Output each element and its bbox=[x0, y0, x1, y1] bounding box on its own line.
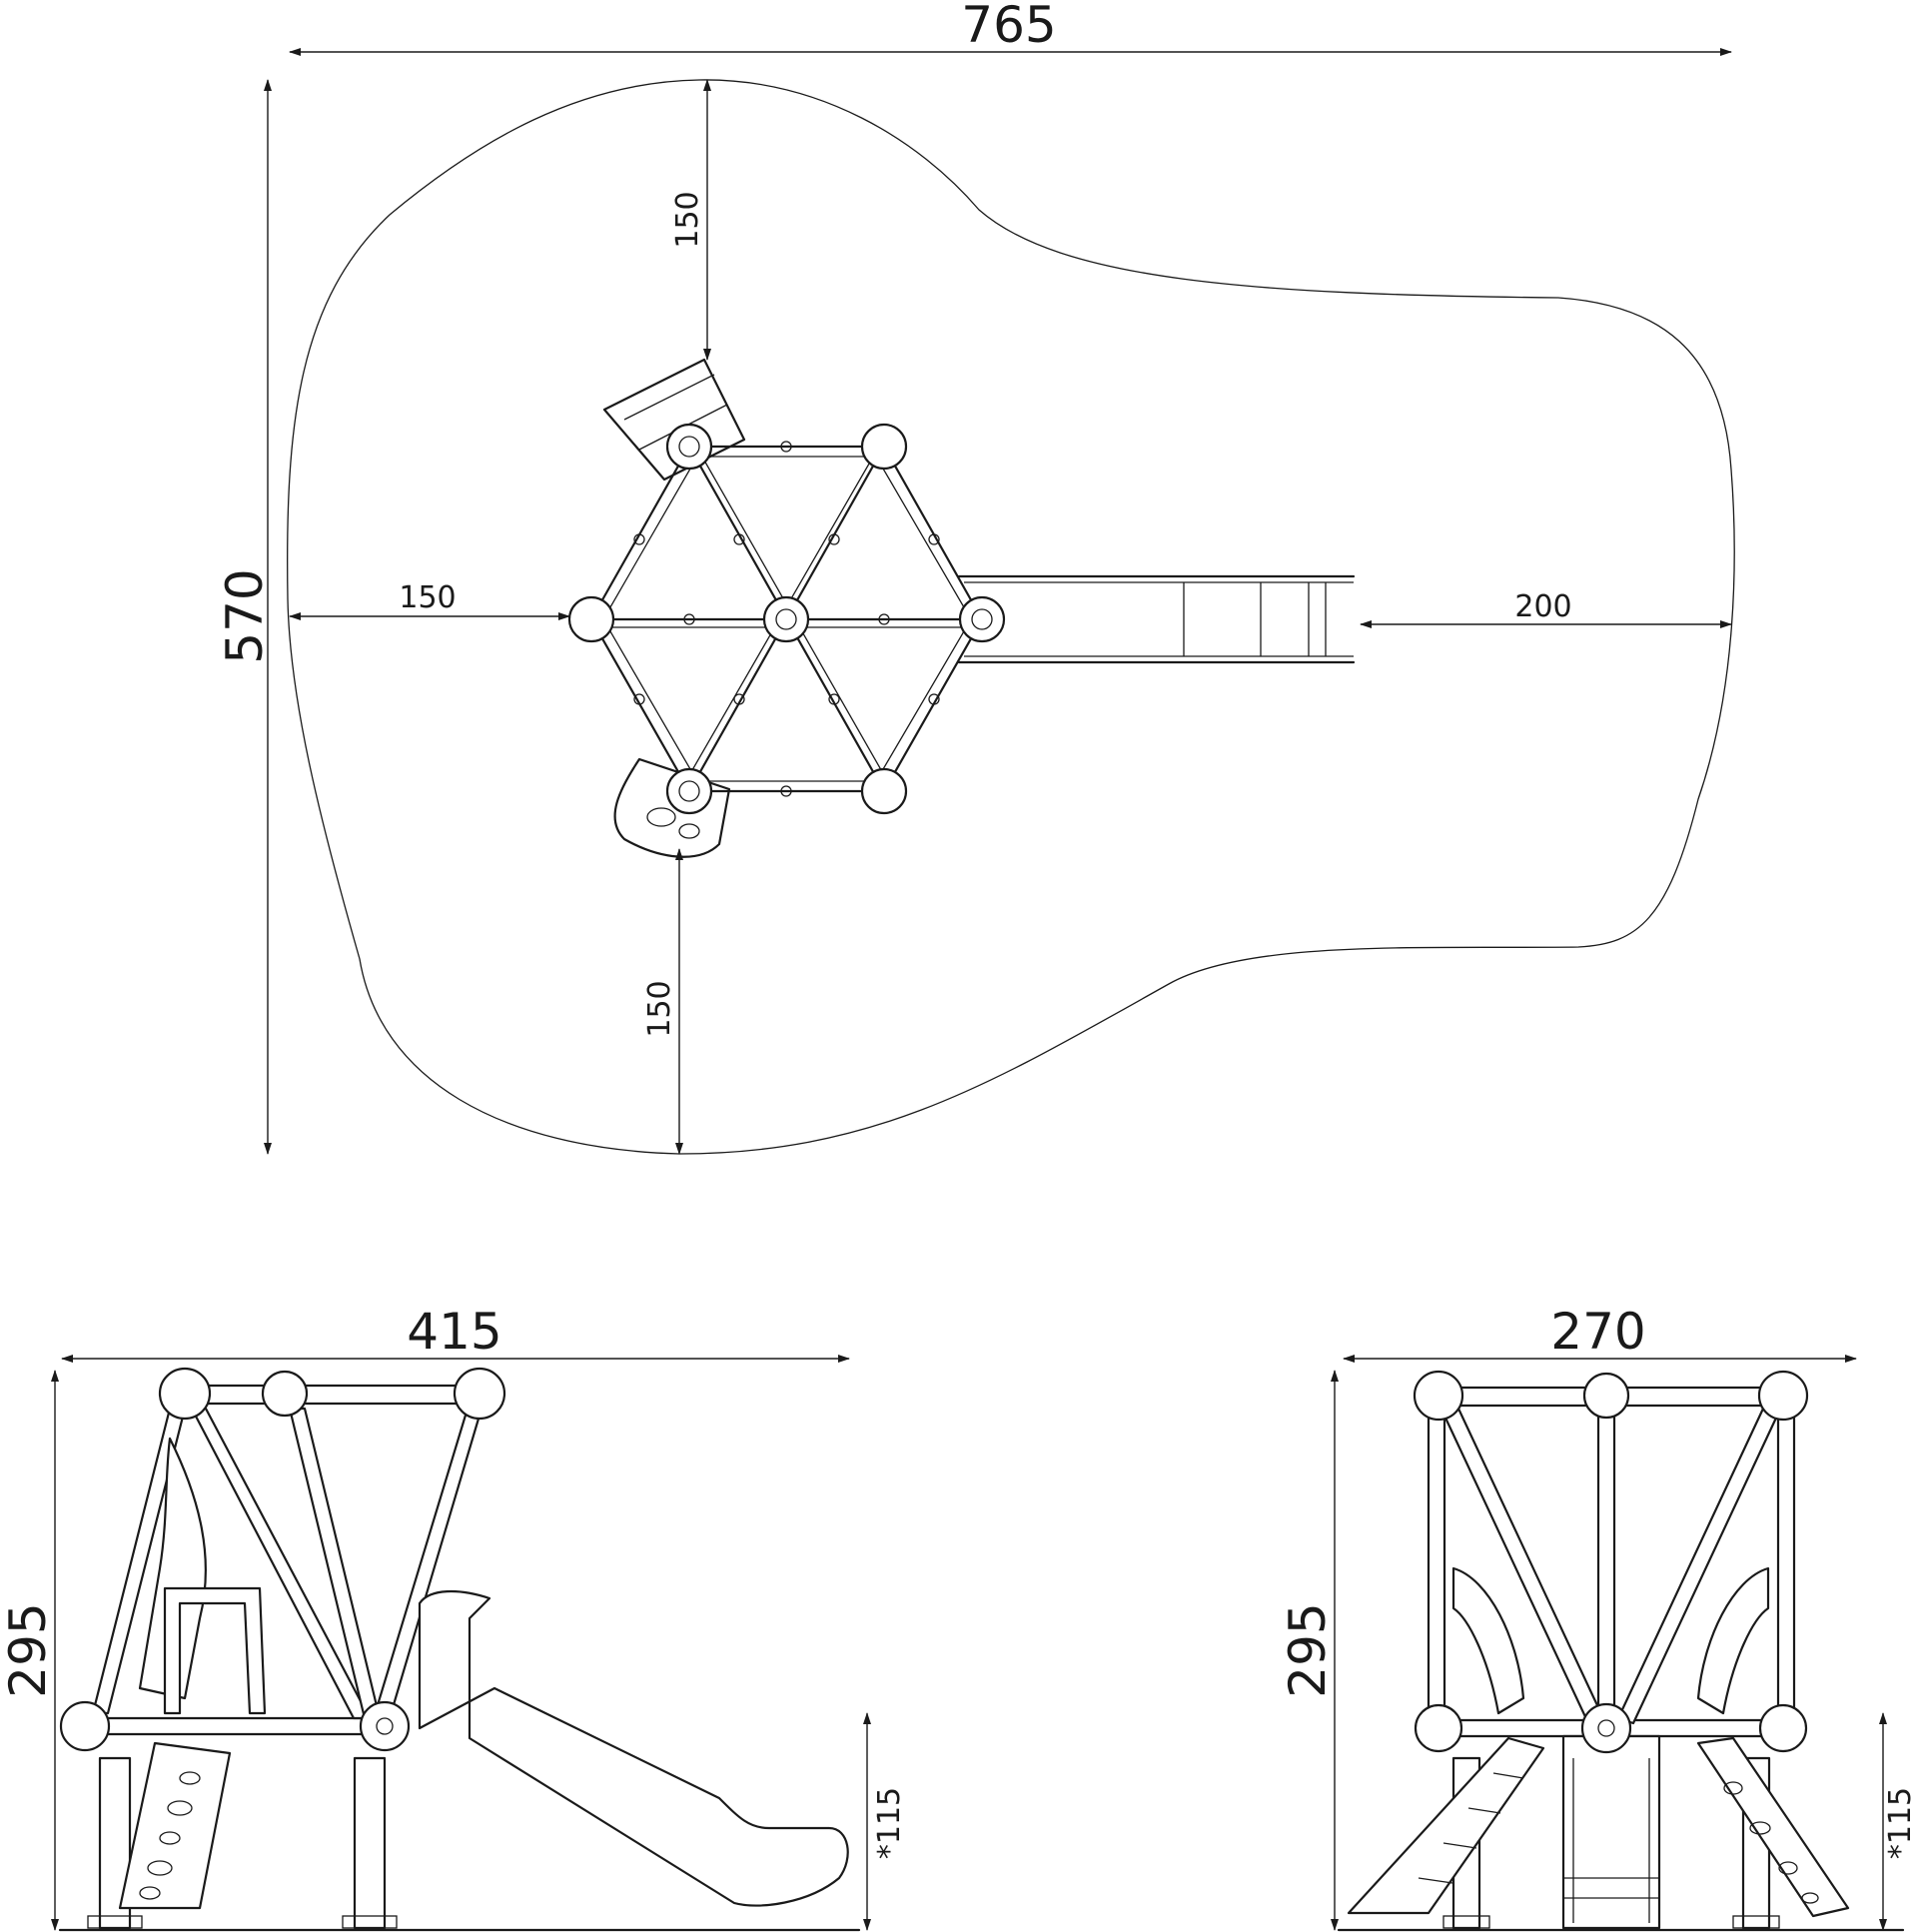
side-dimensions: 415 295 *115 bbox=[0, 1303, 907, 1931]
climbing-panel-front-left bbox=[1451, 1566, 1525, 1715]
side-view bbox=[58, 1367, 861, 1932]
dim-clear-right: 200 bbox=[1514, 589, 1571, 624]
dim-front-height: 295 bbox=[1279, 1602, 1337, 1697]
front-view bbox=[1337, 1370, 1905, 1932]
dim-side-width: 415 bbox=[407, 1303, 501, 1361]
dim-plan-width: 765 bbox=[961, 0, 1056, 54]
climbing-wall-front bbox=[1696, 1736, 1850, 1918]
dim-clear-left: 150 bbox=[399, 580, 456, 615]
slide-side bbox=[418, 1589, 849, 1907]
climbing-wall-plan bbox=[613, 757, 731, 858]
slide-plan bbox=[957, 574, 1356, 664]
plan-dimensions: 765 570 150 150 200 150 bbox=[216, 0, 1732, 1155]
safety-zone-outline bbox=[287, 79, 1735, 1155]
dim-plan-depth: 570 bbox=[216, 568, 274, 663]
dim-clear-top: 150 bbox=[670, 191, 705, 248]
plan-view bbox=[287, 79, 1735, 1155]
ladder-side bbox=[118, 1741, 232, 1910]
slide-front bbox=[1561, 1734, 1661, 1930]
dim-front-slide-height: *115 bbox=[1883, 1787, 1918, 1859]
dim-side-height: 295 bbox=[0, 1602, 57, 1697]
dim-clear-bottom: 150 bbox=[642, 980, 677, 1037]
climbing-panel-front-right bbox=[1696, 1566, 1770, 1715]
ladder-front bbox=[1347, 1736, 1545, 1915]
climbing-panel-side bbox=[138, 1437, 207, 1700]
dim-side-slide-height: *115 bbox=[872, 1787, 907, 1859]
dim-front-width: 270 bbox=[1550, 1303, 1645, 1361]
front-dimensions: 270 295 *115 bbox=[1279, 1303, 1918, 1931]
